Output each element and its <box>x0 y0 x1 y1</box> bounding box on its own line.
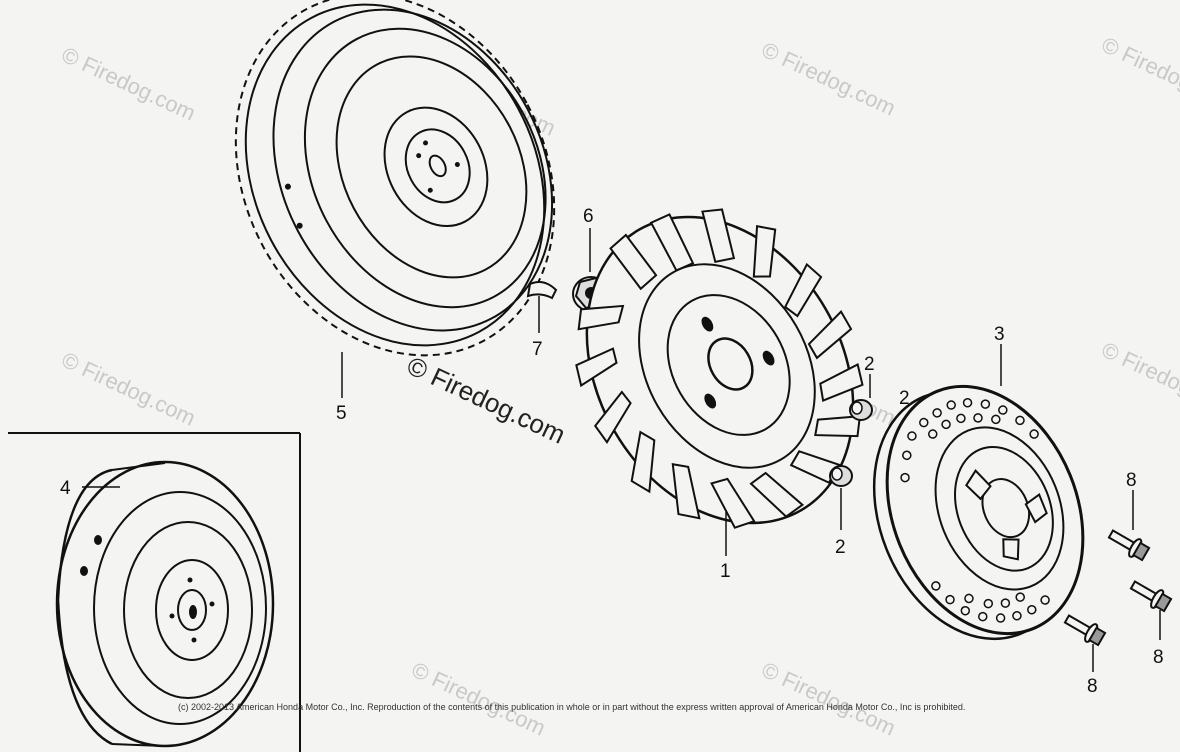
callout-6: 6 <box>583 206 594 227</box>
spacer-part <box>829 465 853 487</box>
callout-1: 1 <box>720 561 731 582</box>
callout-2a: 2 <box>864 354 875 375</box>
woodruff-key-part <box>526 281 558 300</box>
watermark-main: © Firedog.com <box>402 350 570 449</box>
callout-8a: 8 <box>1126 470 1137 491</box>
watermark-tile: © Firedog.com <box>58 42 200 126</box>
watermark-tile: © Firedog.com <box>408 657 550 741</box>
flange-bolt-part <box>1063 614 1107 647</box>
inset-frame <box>8 432 301 752</box>
starter-cup-part <box>872 384 1085 641</box>
watermark-tile: © Firedog.com <box>58 347 200 431</box>
callout-8b: 8 <box>1153 647 1164 668</box>
flange-bolt-part <box>1129 580 1173 613</box>
spacer-part <box>849 399 873 421</box>
callout-8c: 8 <box>1087 676 1098 697</box>
copyright-notice: (c) 2002-2013 American Honda Motor Co., … <box>178 702 965 712</box>
flywheel-alt-part <box>55 460 275 748</box>
watermark-tile: © Firedog.com <box>1098 337 1180 421</box>
flange-bolt-part <box>1107 529 1151 562</box>
callout-3: 3 <box>994 324 1005 345</box>
cooling-fan-part <box>575 208 864 529</box>
callout-4: 4 <box>60 478 71 499</box>
flywheel-part <box>234 0 556 357</box>
callout-2b: 2 <box>899 388 910 409</box>
watermark-tile: © Firedog.com <box>1098 32 1180 116</box>
callout-5: 5 <box>336 403 347 424</box>
callout-7: 7 <box>532 339 543 360</box>
callout-2c: 2 <box>835 537 846 558</box>
watermark-tile: © Firedog.com <box>758 657 900 741</box>
watermark-tile: © Firedog.com <box>758 37 900 121</box>
